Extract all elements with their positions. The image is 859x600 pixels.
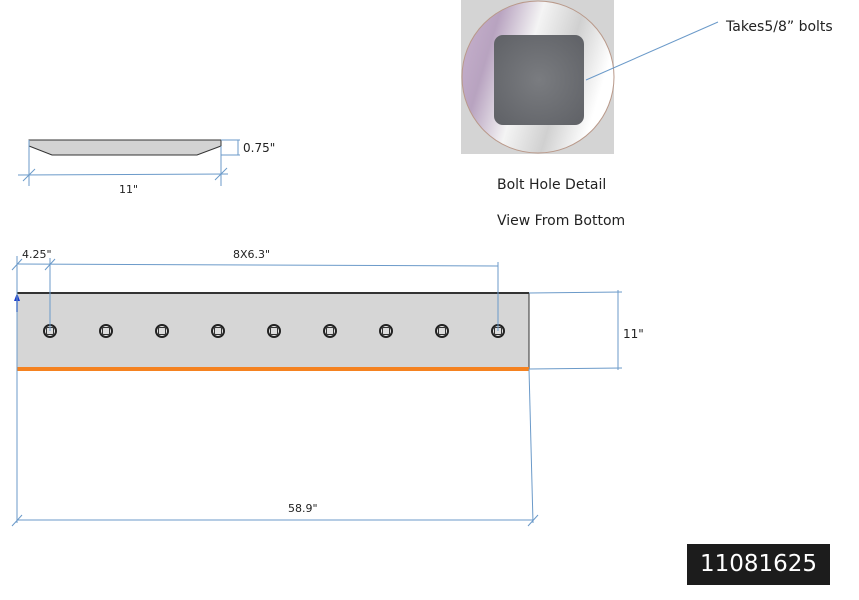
view-note: View From Bottom	[497, 213, 626, 229]
blade-height-label: 11"	[623, 327, 644, 341]
bolt-hole-detail-image	[461, 0, 719, 154]
bolt-hole	[211, 324, 225, 338]
edge-offset-label: 4.25"	[22, 248, 52, 261]
bolt-hole	[435, 324, 449, 338]
blade-top-view	[14, 292, 530, 371]
thickness-label: 0.75"	[243, 141, 276, 155]
bolt-callout: Takes5/8” bolts	[726, 19, 833, 35]
side-view	[17, 139, 240, 186]
callout-leader	[585, 21, 719, 81]
hole-spacing-label: 8X6.3"	[233, 248, 271, 261]
side-profile	[28, 139, 222, 156]
part-number: 11081625	[687, 544, 830, 585]
bolt-hole	[379, 324, 393, 338]
bolt-hole	[267, 324, 281, 338]
bolt-hole	[99, 324, 113, 338]
blade-dimensions	[11, 256, 623, 527]
bolt-hole	[155, 324, 169, 338]
side-width-label: 11"	[119, 183, 139, 196]
blade-length-label: 58.9"	[288, 502, 318, 515]
bolt-hole	[323, 324, 337, 338]
bolt-detail-caption: Bolt Hole Detail	[497, 177, 607, 193]
